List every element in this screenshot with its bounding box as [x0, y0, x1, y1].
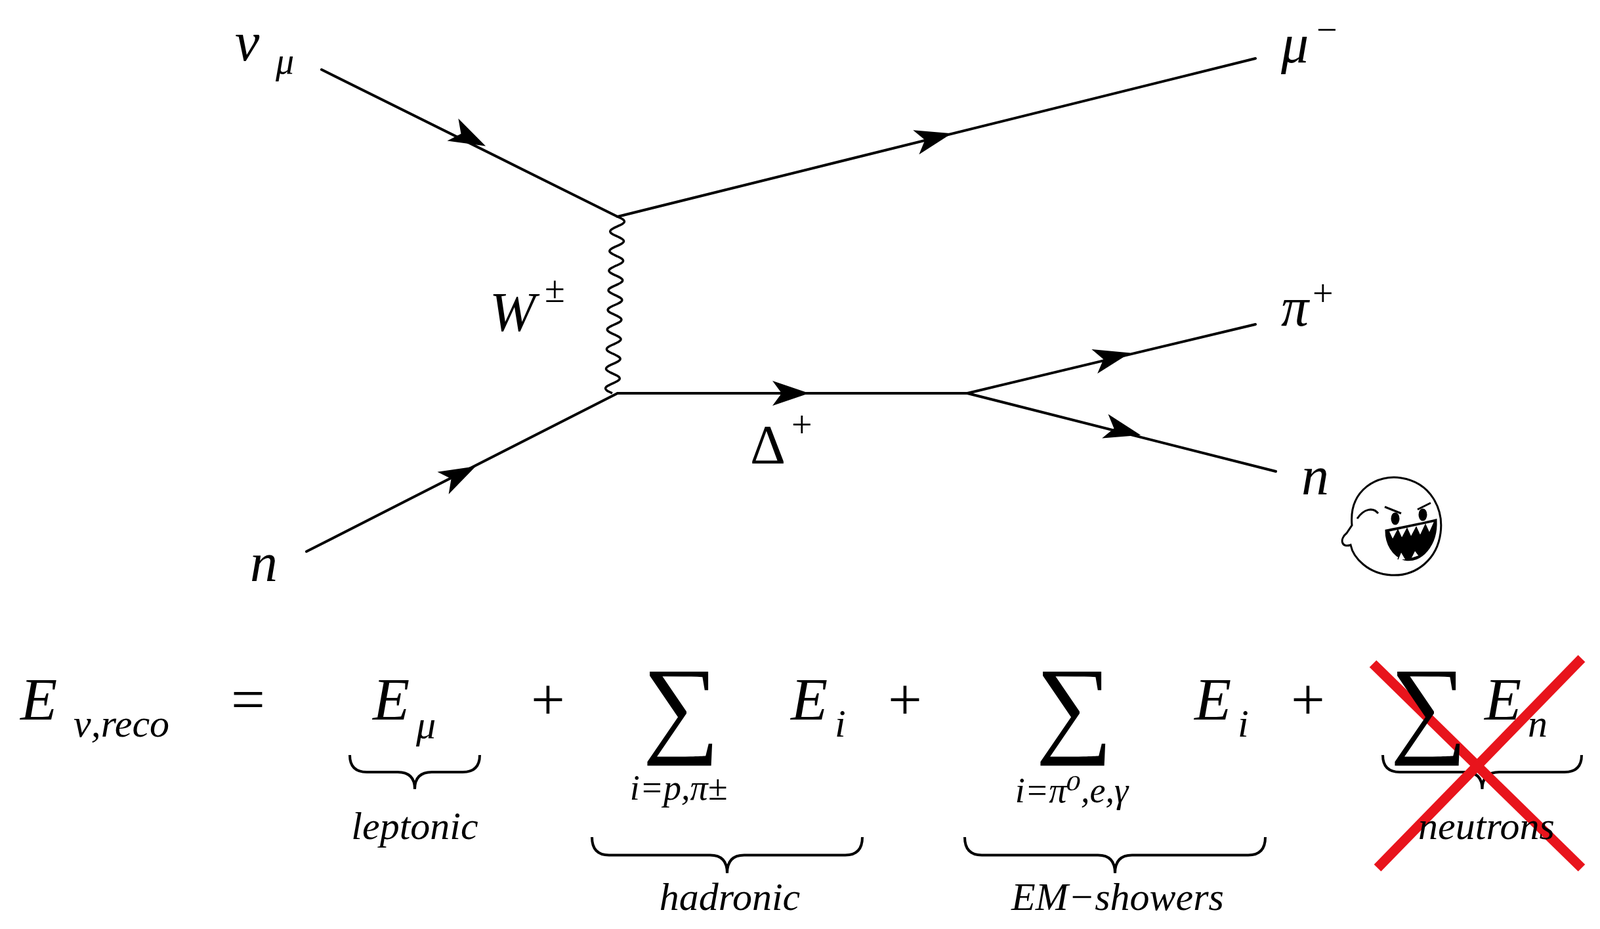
energy-symbol: E — [20, 668, 58, 730]
energy-symbol: E — [372, 668, 410, 730]
energy-symbol: E — [1194, 668, 1232, 730]
energy-subscript: ν,reco — [73, 703, 170, 743]
arrowheads — [437, 118, 1141, 495]
underbrace — [964, 836, 1266, 873]
underbraces — [349, 754, 1582, 873]
neutrino-line — [321, 69, 618, 217]
particle-label: W — [489, 284, 536, 340]
particle-label: Δ — [750, 417, 786, 473]
arrowhead — [446, 118, 486, 147]
fermion-lines — [306, 58, 1276, 552]
sum-index: i=p,π± — [630, 769, 728, 806]
arrowhead — [912, 129, 952, 155]
ghost-eye — [1391, 513, 1399, 524]
particle-label: π — [1281, 279, 1309, 335]
neutron-in-line — [306, 393, 618, 552]
plus-sign: + — [530, 668, 566, 730]
particle-superscript: + — [791, 406, 813, 443]
ghost-arm — [1357, 509, 1379, 519]
sum-symbol: ∑ — [642, 651, 720, 760]
ghost-icon — [1342, 477, 1442, 575]
particle-label: ν — [234, 14, 260, 70]
plus-sign: + — [1290, 668, 1326, 730]
sum-index: i=π⁰,e,γ — [1015, 772, 1129, 808]
ghost-body — [1342, 477, 1442, 575]
brace-label: neutrons — [1418, 805, 1555, 846]
ghost-mouth — [1386, 519, 1436, 560]
energy-subscript: n — [1527, 703, 1548, 743]
plus-sign: + — [887, 668, 923, 730]
particle-label: μ — [1281, 16, 1309, 72]
particle-subscript: μ — [275, 42, 295, 80]
muon-line — [617, 58, 1256, 217]
energy-subscript: i — [1237, 703, 1249, 743]
arrowhead — [772, 380, 810, 406]
w-boson-line — [605, 216, 625, 394]
equals-sign: = — [231, 668, 266, 730]
underbrace — [349, 754, 480, 789]
sum-symbol: ∑ — [1389, 651, 1468, 760]
arrowhead — [1091, 349, 1131, 374]
underbrace — [591, 836, 863, 873]
brace-label: leptonic — [351, 805, 478, 846]
particle-superscript: + — [1312, 274, 1334, 312]
pion-line — [967, 324, 1256, 394]
particle-label: n — [250, 534, 278, 590]
brace-label: hadronic — [659, 876, 800, 917]
neutron-out-line — [967, 393, 1276, 472]
particle-superscript: ± — [544, 271, 566, 308]
energy-subscript: μ — [416, 704, 436, 745]
ghost-teeth — [1388, 521, 1435, 540]
ghost-teeth — [1397, 549, 1419, 560]
energy-subscript: i — [834, 703, 846, 743]
sum-symbol: ∑ — [1035, 651, 1114, 760]
particle-superscript: − — [1316, 11, 1338, 48]
energy-symbol: E — [1484, 668, 1522, 730]
brace-label: EM−showers — [1011, 876, 1224, 917]
particle-label: n — [1301, 448, 1329, 504]
arrowhead — [1101, 414, 1141, 439]
energy-symbol: E — [790, 668, 828, 730]
ghost-eye — [1419, 509, 1427, 520]
arrowhead — [437, 465, 476, 494]
